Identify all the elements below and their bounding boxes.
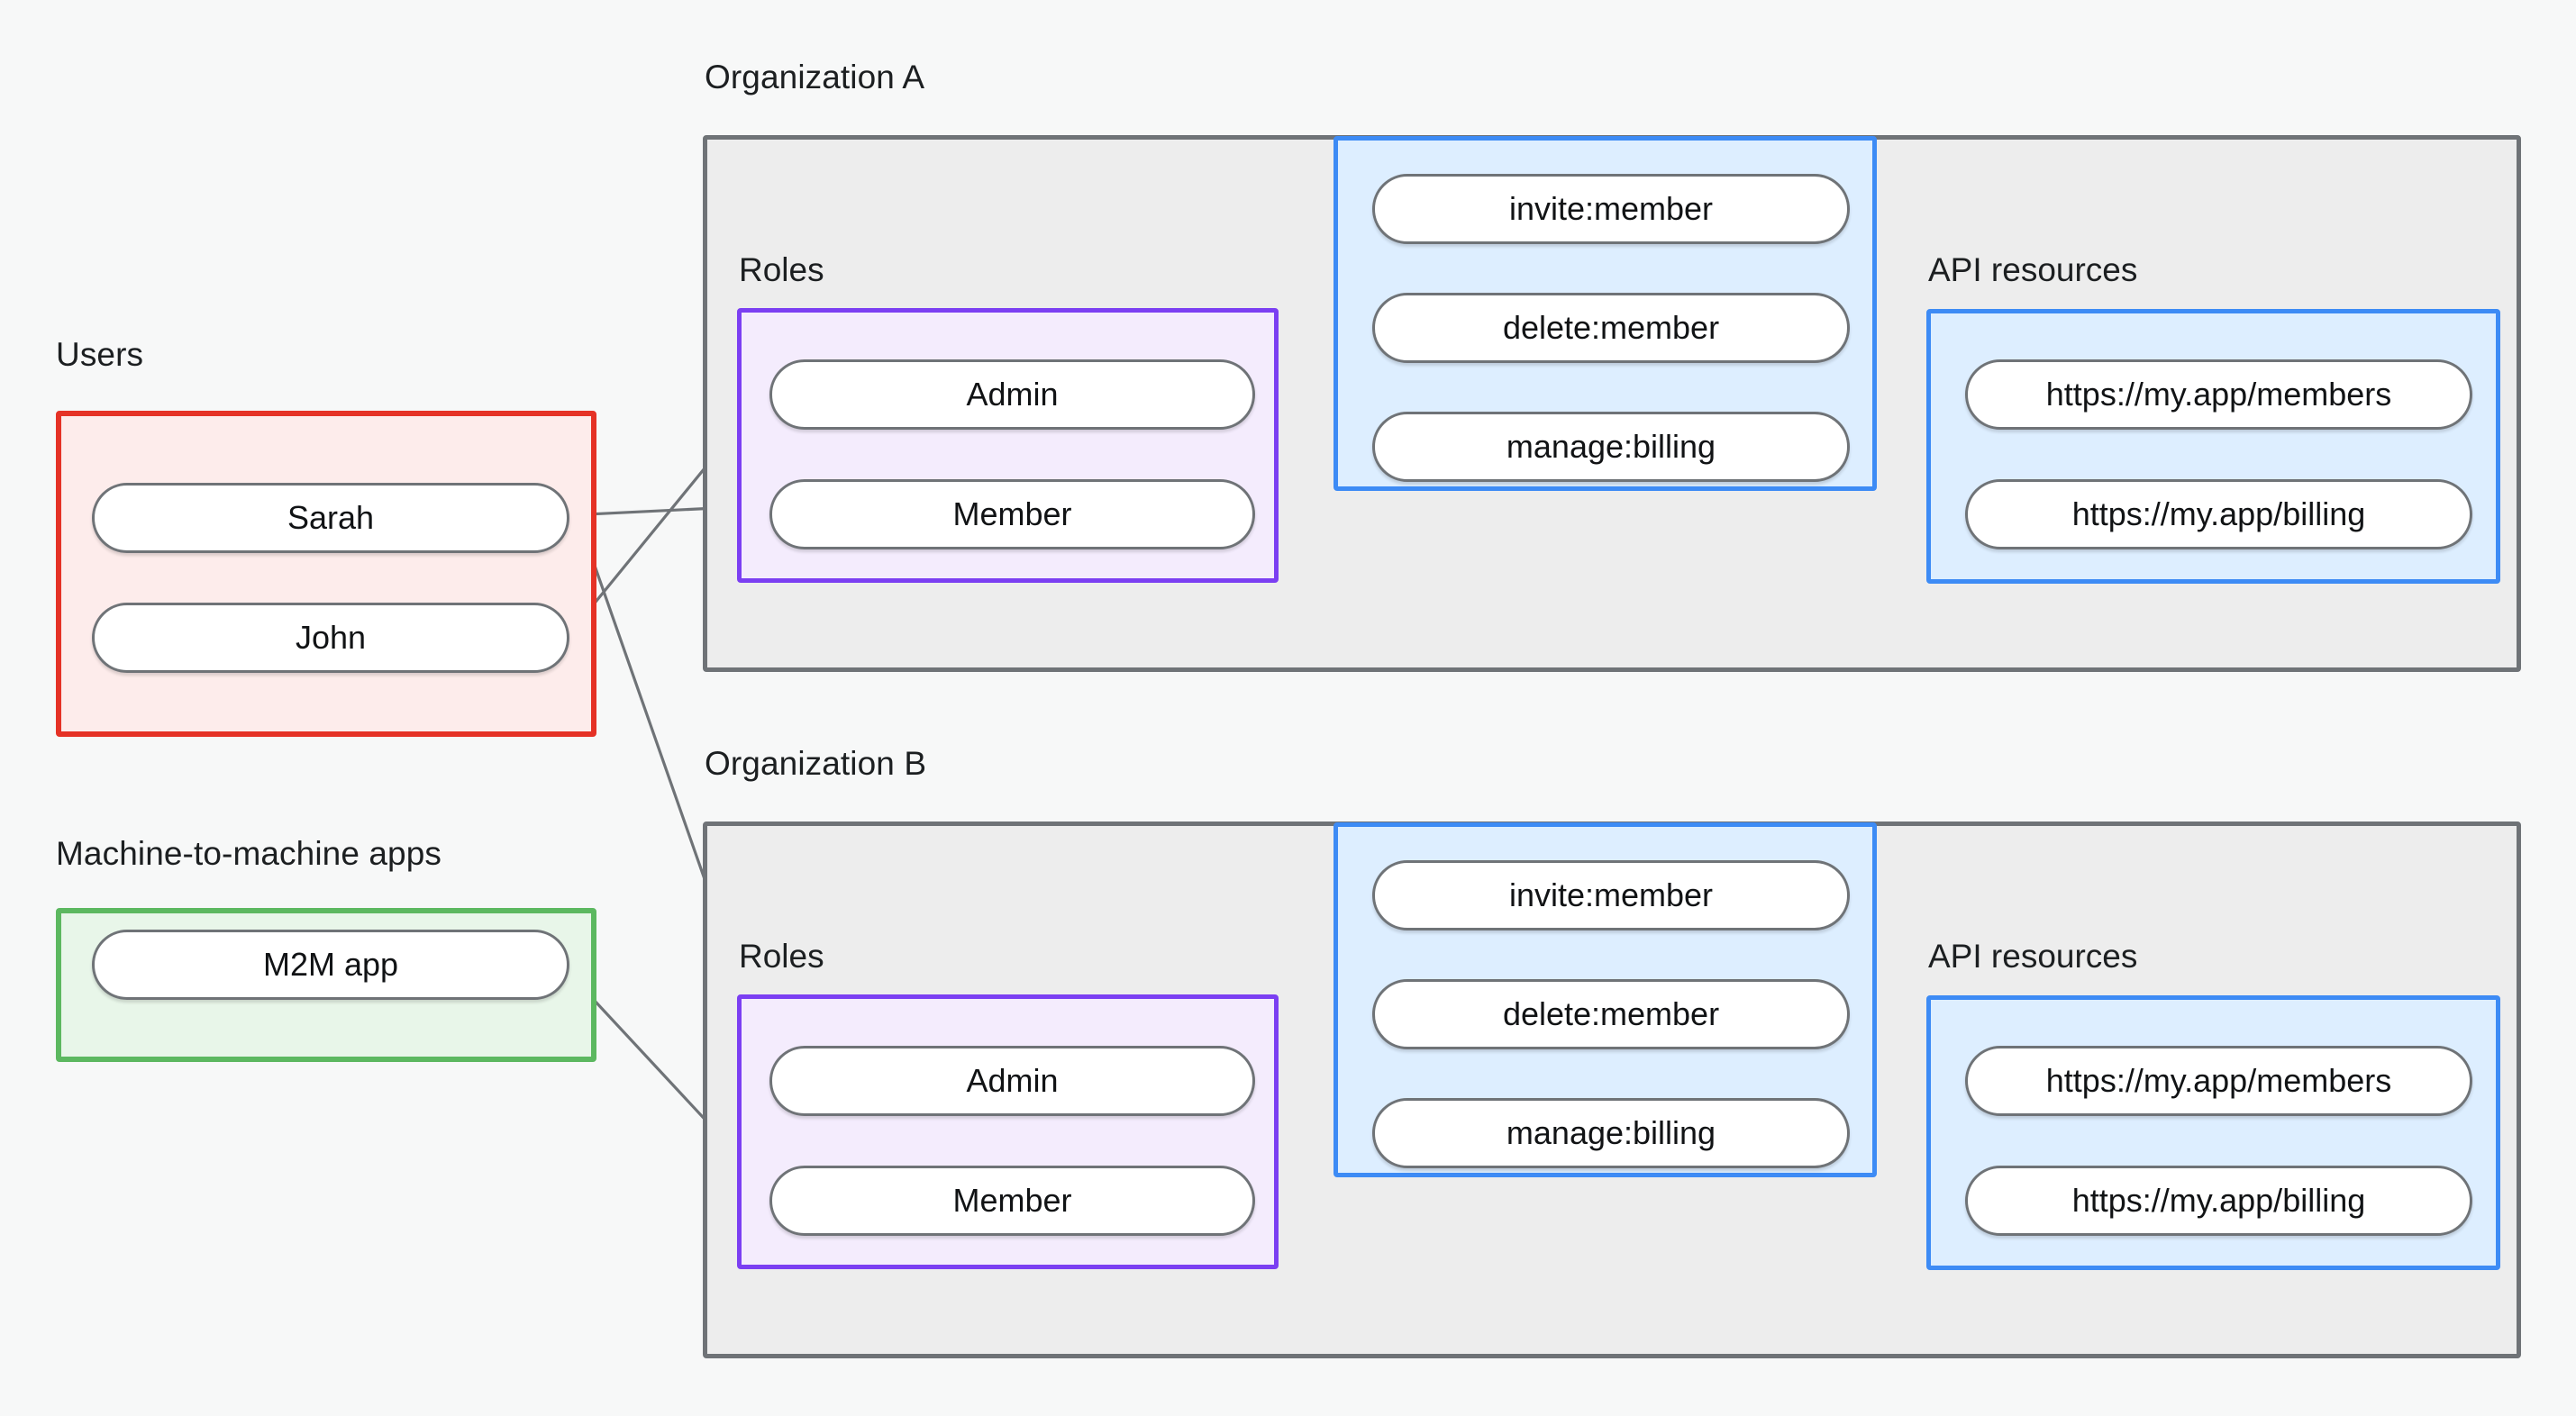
orgA-api-pill-billing[interactable]: https://my.app/billing (1965, 479, 2472, 549)
orgB-api-container: https://my.app/members https://my.app/bi… (1926, 995, 2500, 1270)
m2m-pill-app[interactable]: M2M app (92, 930, 569, 1000)
users-group-label: Users (56, 336, 144, 373)
orgB-permissions-container: invite:member delete:member manage:billi… (1334, 822, 1877, 1177)
orgA-role-pill-admin[interactable]: Admin (769, 359, 1255, 430)
m2m-group-label: Machine-to-machine apps (56, 835, 442, 872)
orgA-permission-pill-invite[interactable]: invite:member (1372, 174, 1850, 244)
organization-a-label: Organization A (705, 59, 925, 95)
orgB-role-pill-admin[interactable]: Admin (769, 1046, 1255, 1116)
orgA-permission-pill-delete[interactable]: delete:member (1372, 293, 1850, 363)
orgB-api-pill-billing[interactable]: https://my.app/billing (1965, 1166, 2472, 1236)
organization-b-container: Roles Permissions API resources Admin Me… (703, 821, 2521, 1358)
orgB-roles-label: Roles (739, 938, 824, 975)
user-pill-sarah[interactable]: Sarah (92, 483, 569, 553)
orgB-api-pill-members[interactable]: https://my.app/members (1965, 1046, 2472, 1116)
orgA-role-pill-member[interactable]: Member (769, 479, 1255, 549)
organization-a-container: Roles Permissions API resources Admin Me… (703, 135, 2521, 672)
orgA-permissions-container: invite:member delete:member manage:billi… (1334, 136, 1877, 491)
orgA-permission-pill-manage[interactable]: manage:billing (1372, 412, 1850, 482)
orgB-permission-pill-delete[interactable]: delete:member (1372, 979, 1850, 1049)
orgA-api-label: API resources (1928, 251, 2138, 288)
orgA-roles-container: Admin Member (737, 308, 1279, 583)
orgA-api-container: https://my.app/members https://my.app/bi… (1926, 309, 2500, 584)
orgB-permission-pill-manage[interactable]: manage:billing (1372, 1098, 1850, 1168)
orgB-roles-container: Admin Member (737, 994, 1279, 1269)
orgB-api-label: API resources (1928, 938, 2138, 975)
orgB-permission-pill-invite[interactable]: invite:member (1372, 860, 1850, 930)
organization-b-label: Organization B (705, 745, 927, 782)
m2m-container: M2M app (56, 908, 596, 1062)
orgA-roles-label: Roles (739, 251, 824, 288)
user-pill-john[interactable]: John (92, 603, 569, 673)
users-container: Sarah John (56, 411, 596, 737)
orgA-api-pill-members[interactable]: https://my.app/members (1965, 359, 2472, 430)
orgB-role-pill-member[interactable]: Member (769, 1166, 1255, 1236)
